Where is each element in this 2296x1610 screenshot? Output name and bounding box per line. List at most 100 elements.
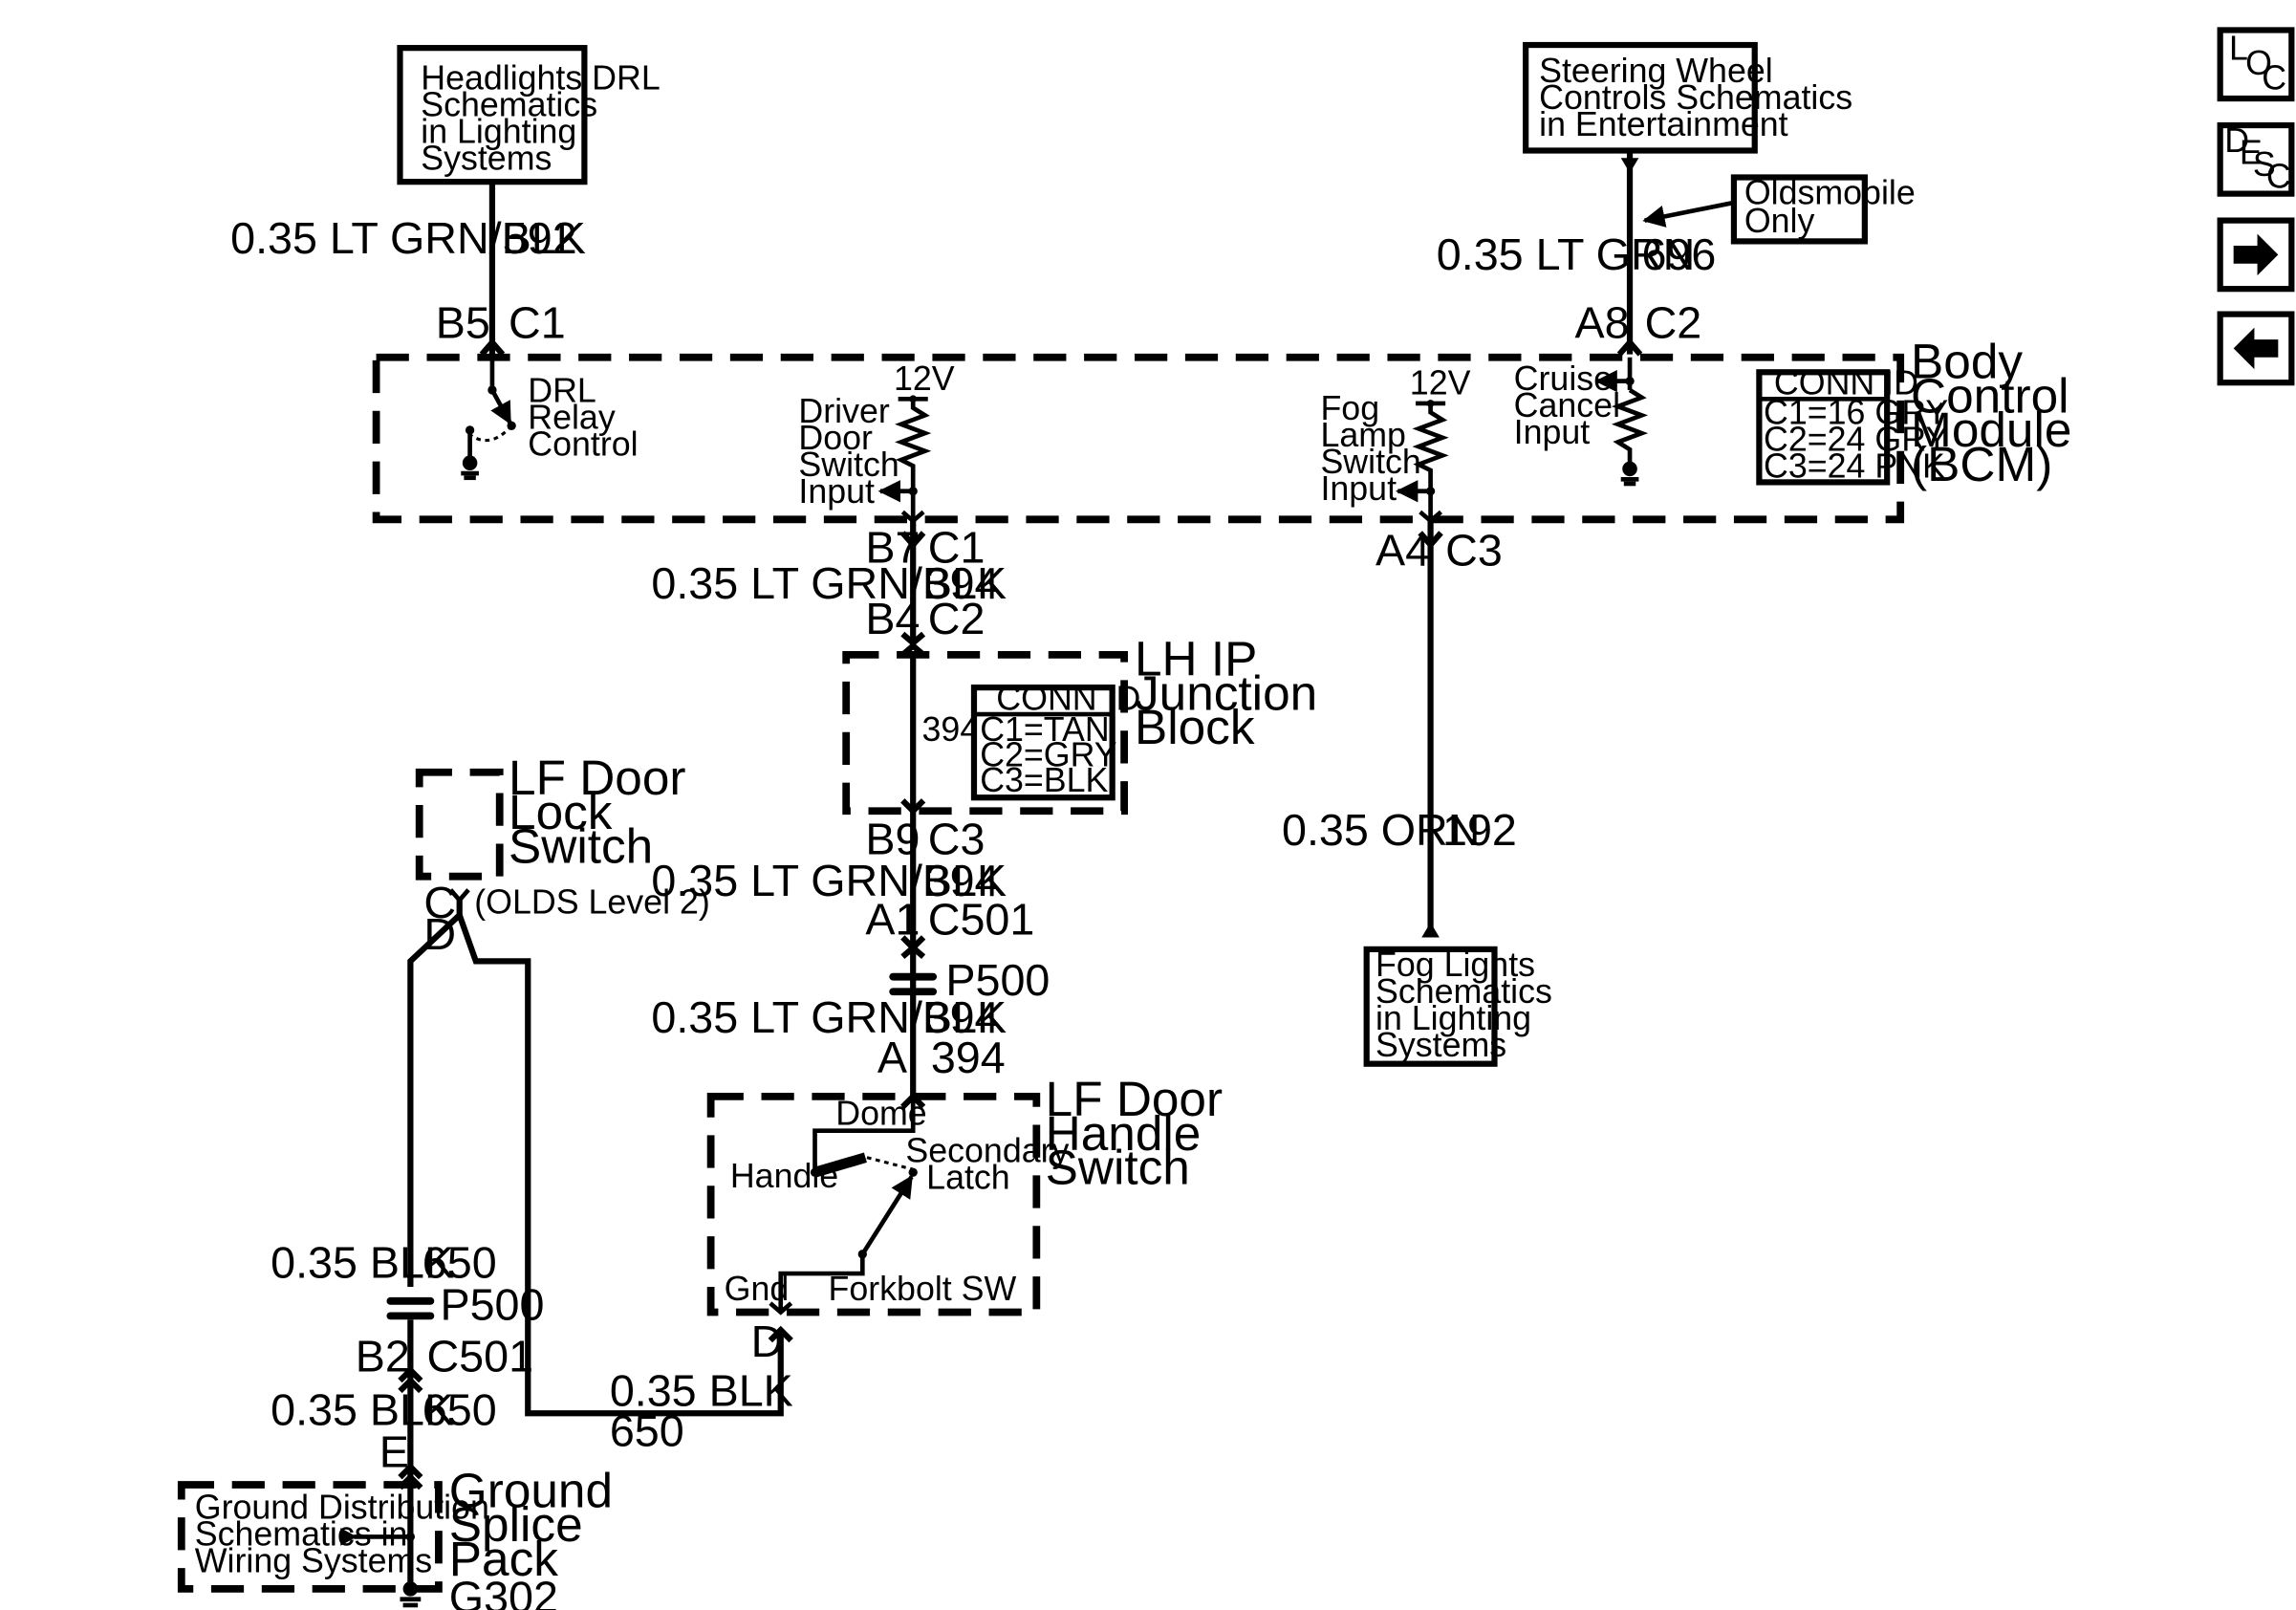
label-junction-name-1: Junction — [1135, 665, 1317, 720]
label-bcm-name-1: Control — [1911, 368, 2069, 423]
label-wires-handle_in-pin: A — [877, 1033, 908, 1082]
label-wires-w192-circuit: 192 — [1442, 805, 1517, 855]
label-junction-name-0: LH IP — [1135, 632, 1257, 686]
wire-592: 0.35 LT GRN/BLK 592 B5 C1 — [230, 182, 586, 357]
label-bcm-name-3: (BCM) — [1911, 437, 2052, 491]
label-wires-w394a-gauge: 0.35 LT GRN/BLK — [651, 558, 1007, 608]
label-lock_switch-name-1: Lock — [509, 785, 613, 839]
label-handle_switch-forkbolt: Forkbolt SW — [829, 1270, 1017, 1308]
label-wires-w650a-circuit: 650 — [422, 1238, 497, 1288]
label-wires-w394c-gauge: 0.35 LT GRN/BLK — [651, 992, 1007, 1042]
label-wires-w696-conn: C2 — [1645, 298, 1702, 348]
label-refs-fog_lights-3: Systems — [1375, 1026, 1506, 1064]
label-wires-w192-conn: C3 — [1445, 526, 1503, 576]
drl-relay-control: DRL Relay Control — [461, 357, 639, 481]
label-bcm-fog_switch-3: Input — [1320, 469, 1397, 508]
label-bcm-cruise-1: Cancel — [1514, 386, 1620, 424]
prev-page-button[interactable] — [2217, 311, 2295, 386]
label-wires-jb_out-conn: C3 — [928, 814, 986, 863]
driver-door-switch-input: 12V Driver Door Switch Input — [798, 359, 955, 524]
label-wires-jb_out-pin: B9 — [865, 814, 920, 863]
fog-lights-ref[interactable]: Fog Lights Schematics in Lighting System… — [1363, 946, 1552, 1067]
label-wires-p500a: P500 — [945, 955, 1050, 1005]
label-wires-c501b-conn: C501 — [426, 1332, 533, 1382]
ground-splice-pack: Ground Splice Pack G302 — [177, 1463, 613, 1610]
label-wires-c501a-pin: A1 — [865, 894, 920, 944]
desc-button[interactable]: D E S C — [2217, 121, 2295, 197]
arrow-right-icon — [2233, 233, 2279, 276]
label-wires-w650c-circuit: 650 — [610, 1406, 684, 1456]
label-nav-desc-c: C — [2266, 157, 2291, 195]
label-junction-inner_circuit: 394 — [922, 710, 980, 749]
label-wires-jb_in-pin: B4 — [865, 594, 920, 643]
arrow-left-icon — [2233, 327, 2279, 370]
label-refs-steering-0: Steering Wheel — [1539, 52, 1773, 90]
label-wires-w592-conn: C1 — [509, 298, 566, 348]
label-wires-w696-pin: A8 — [1574, 298, 1629, 348]
label-wires-w592-gauge: 0.35 LT GRN/BLK — [230, 213, 586, 263]
splice-p500-bottom: P500 — [386, 1279, 544, 1329]
wire-696: 0.35 LT GRN 696 A8 C2 — [1437, 150, 1716, 357]
lf-door-handle-switch: LF Door Handle Switch Dome Handle Second… — [706, 1072, 1223, 1316]
splice-p500-top: P500 — [889, 955, 1050, 1005]
label-junction-conn_ids-0: C1=TAN — [980, 710, 1109, 749]
steering-wheel-ref[interactable]: Steering Wheel Controls Schematics in En… — [1523, 41, 1852, 154]
ground-distribution-ref[interactable]: Ground Distribution Schematics in Wiring… — [195, 1489, 489, 1580]
label-wires-w650b-circuit: 650 — [422, 1385, 497, 1435]
label-refs-fog_lights-1: Schematics — [1375, 972, 1552, 1011]
label-wires-w394b-circuit: 394 — [925, 856, 1000, 905]
lh-ip-junction-block: 394 CONN ID C1=TAN C2=GRY C3=BLK LH IP J… — [842, 632, 1317, 816]
label-refs-steering-1: Controls Schematics — [1539, 78, 1852, 117]
label-lock_switch-name-0: LF Door — [509, 751, 685, 805]
label-nav-desc-d: D — [2224, 121, 2249, 160]
next-page-button[interactable] — [2217, 217, 2295, 293]
label-handle_switch-secondary-1: Latch — [926, 1158, 1009, 1196]
ground-icon — [1622, 461, 1637, 477]
label-bcm-driver_door-0: Driver — [798, 392, 889, 430]
label-wires-w592-circuit: 592 — [503, 213, 577, 263]
fog-lamp-switch-input: 12V Fog Lamp Switch Input — [1320, 364, 1471, 524]
label-lock_switch-note: (OLDS Level 2) — [474, 883, 709, 922]
label-wires-w394b-gauge: 0.35 LT GRN/BLK — [651, 856, 1007, 905]
loc-button[interactable]: L O C — [2217, 27, 2295, 102]
label-ground-pin_e: E — [379, 1426, 409, 1476]
label-nav-desc-s: S — [2253, 145, 2276, 184]
lf-door-lock-switch: LF Door Lock Switch C D (OLDS Level 2) D — [407, 751, 793, 1417]
label-bcm-conn_ids-0: C1=16 GRY — [1764, 394, 1948, 432]
label-handle_switch-handle: Handle — [730, 1157, 838, 1195]
ground-icon — [462, 455, 478, 470]
label-handle_switch-dome: Dome — [835, 1094, 926, 1132]
body-control-module: Body Control Module (BCM) CONN ID C1=16 … — [372, 335, 2071, 524]
label-wires-w192-pin: A4 — [1375, 526, 1430, 576]
label-refs-headlights-3: Systems — [421, 140, 552, 178]
label-wires-jb_in-conn: C2 — [928, 594, 986, 643]
label-refs-olds_only-0: Oldsmobile — [1744, 173, 1916, 211]
label-refs-olds_only-1: Only — [1744, 202, 1815, 240]
label-refs-ground_dist-0: Ground Distribution — [195, 1489, 489, 1527]
label-junction-name-2: Block — [1135, 700, 1255, 754]
wire-650: 0.35 BLK 650 P500 B2 C501 0.35 BLK 650 0… — [271, 1238, 793, 1596]
label-handle_switch-name-1: Handle — [1046, 1106, 1202, 1161]
label-junction-conn_ids-1: C2=GRY — [980, 736, 1117, 774]
wire-192: A4 C3 0.35 ORN 192 — [1282, 520, 1517, 938]
label-bcm-cruise-2: Input — [1514, 413, 1591, 451]
label-bcm-drl-0: DRL — [528, 371, 596, 409]
wire-394-bcm-to-junction: B7 C1 0.35 LT GRN/BLK 394 B4 C2 — [651, 520, 1007, 658]
label-bcm-driver_door-3: Input — [798, 472, 875, 511]
label-bcm-conn_ids-2: C3=24 PNK — [1764, 447, 1945, 486]
label-wires-w650b-gauge: 0.35 BLK — [271, 1385, 454, 1435]
label-refs-fog_lights-2: in Lighting — [1375, 999, 1531, 1037]
oldsmobile-only-note: Oldsmobile Only — [1642, 173, 1916, 245]
label-nav-desc-e: E — [2240, 133, 2263, 171]
label-refs-headlights-2: in Lighting — [421, 113, 576, 151]
headlights-drl-ref[interactable]: Headlights DRL Schematics in Lighting Sy… — [397, 45, 661, 185]
label-wires-w192-gauge: 0.35 ORN — [1282, 805, 1480, 855]
label-junction-conn_ids-2: C3=BLK — [980, 761, 1108, 799]
ground-icon — [402, 1581, 419, 1597]
label-wires-w394a-pin: B7 — [865, 522, 920, 572]
label-wires-w592-pin: B5 — [436, 298, 490, 348]
label-bcm-fog_switch-0: Fog — [1320, 389, 1379, 427]
label-nav-loc-c: C — [2262, 59, 2286, 98]
label-refs-ground_dist-1: Schematics in — [195, 1515, 408, 1554]
